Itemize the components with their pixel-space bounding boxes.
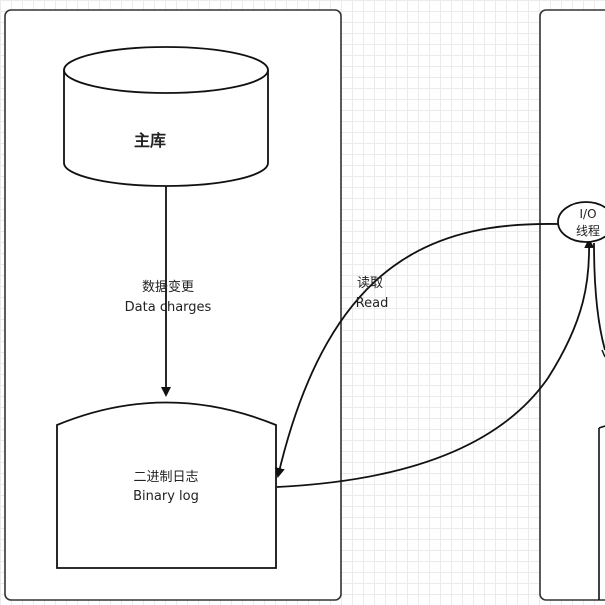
slave-inner-box-top	[598, 425, 605, 429]
read-arrow	[274, 223, 559, 478]
data-change-label-cn: 数据变更	[142, 279, 194, 295]
binlog-to-io-arrow	[276, 238, 595, 488]
master-database-cylinder	[63, 46, 269, 187]
read-label-cn: 读取	[357, 276, 383, 291]
binary-log-label-cn: 二进制日志	[133, 470, 198, 485]
master-database-label: 主库	[134, 131, 166, 150]
binary-log-label-en: Binary log	[133, 489, 199, 504]
data-change-label-en: Data charges	[125, 300, 212, 315]
io-thread-label-line1: I/O	[579, 207, 596, 221]
slave-panel	[539, 9, 605, 601]
io-thread-label-line2: 线程	[576, 223, 600, 238]
slave-inner-arrow	[593, 242, 605, 351]
read-label-en: Read	[356, 296, 389, 311]
io-thread-node	[557, 201, 605, 243]
binary-log-document	[56, 401, 277, 569]
